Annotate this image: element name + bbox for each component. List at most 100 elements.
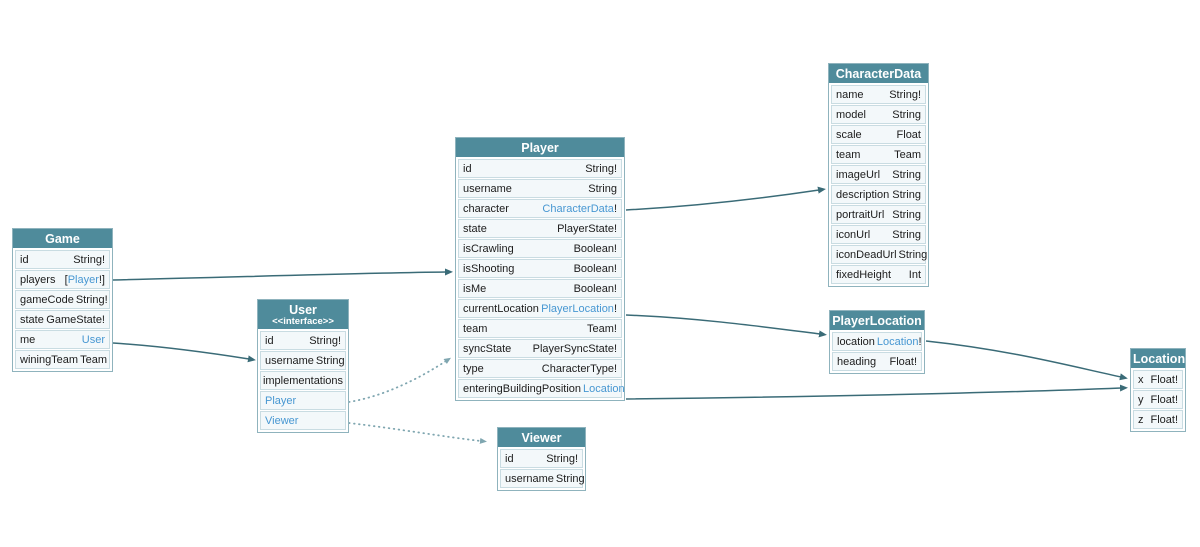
field-name: username xyxy=(463,182,512,195)
field-type: String! xyxy=(75,293,108,306)
field-type: String xyxy=(892,168,921,181)
field-name: enteringBuildingPosition xyxy=(463,382,582,395)
field-name: id xyxy=(463,162,472,175)
field-name: y xyxy=(1138,393,1144,406)
field-type: Float! xyxy=(1150,413,1178,426)
field-name: id xyxy=(20,253,29,266)
type-link[interactable]: CharacterData xyxy=(542,202,614,215)
field-name: me xyxy=(20,333,36,346)
field-type: PlayerSyncState! xyxy=(532,342,617,355)
game-field-row-players[interactable]: players[Player!] xyxy=(15,270,110,289)
user-implementation-row[interactable]: Player xyxy=(260,391,346,410)
table-player-header[interactable]: Player xyxy=(456,138,624,157)
field-name: name xyxy=(836,88,864,101)
field-type: String xyxy=(892,108,921,121)
field-name: fixedHeight xyxy=(836,268,892,281)
user-section-row[interactable]: implementations xyxy=(260,371,346,390)
edge-player-enteringbuildingposition-to-location xyxy=(625,384,1128,400)
table-user-header[interactable]: User <<interface>> xyxy=(258,300,348,329)
field-type: Team xyxy=(894,148,921,161)
edge-player-currentlocation-to-playerlocation xyxy=(625,314,827,338)
player-field-row-id[interactable]: id String! xyxy=(458,159,622,178)
edge-user-player-implementation xyxy=(348,357,452,403)
field-name: username xyxy=(265,354,314,367)
characterData-field-row-scale[interactable]: scale Float xyxy=(831,125,926,144)
table-game-header[interactable]: Game xyxy=(13,229,112,248)
field-name: scale xyxy=(836,128,862,141)
field-type: Float xyxy=(896,128,921,141)
field-type: String! xyxy=(546,452,578,465)
game-field-row-me[interactable]: me User xyxy=(15,330,110,349)
type-link[interactable]: Location xyxy=(583,382,625,395)
type-link[interactable]: User xyxy=(81,333,105,346)
table-title: Game xyxy=(45,232,80,246)
field-name: username xyxy=(505,472,554,485)
field-type: Boolean! xyxy=(573,262,617,275)
table-playerlocation-header[interactable]: PlayerLocation xyxy=(830,311,924,330)
field-type: Location xyxy=(583,383,625,395)
field-type: GameState! xyxy=(46,313,105,326)
field-type: PlayerLocation! xyxy=(541,302,617,315)
table-characterdata-header[interactable]: CharacterData xyxy=(829,64,928,83)
edge-playerlocation-location-to-location xyxy=(925,340,1128,381)
user-implementation-row[interactable]: Viewer xyxy=(260,411,346,430)
field-name: team xyxy=(836,148,861,161)
type-link[interactable]: Location xyxy=(876,335,919,348)
table-location-header[interactable]: Location xyxy=(1131,349,1185,368)
characterData-field-row-team[interactable]: team Team xyxy=(831,145,926,164)
field-name: team xyxy=(463,322,488,335)
field-type: Boolean! xyxy=(573,242,617,255)
field-type: Float! xyxy=(1150,393,1178,406)
field-name: description xyxy=(836,188,890,201)
table-viewer-header[interactable]: Viewer xyxy=(498,428,585,447)
field-type: String xyxy=(315,354,345,367)
field-type: String! xyxy=(585,162,617,175)
type-link[interactable]: PlayerLocation xyxy=(541,302,614,315)
location-field-row-y[interactable]: y Float! xyxy=(1133,390,1183,409)
field-name: portraitUrl xyxy=(836,208,885,221)
implementation-type-link[interactable]: Viewer xyxy=(265,414,299,427)
type-link[interactable]: Player xyxy=(67,273,99,286)
implementation-type-link[interactable]: Player xyxy=(265,394,297,407)
